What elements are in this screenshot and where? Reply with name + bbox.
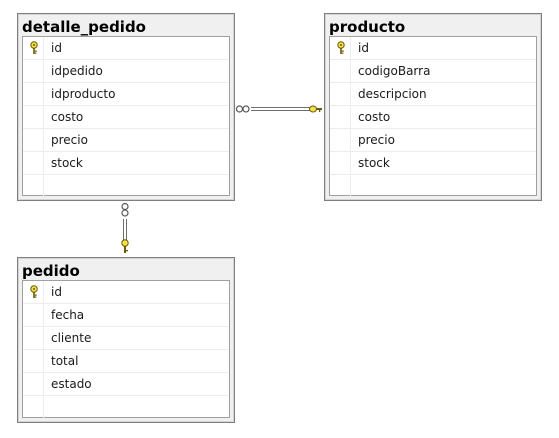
column-row[interactable]: costo bbox=[23, 106, 229, 129]
column-grid: id fecha cliente total estado bbox=[22, 280, 230, 419]
row-selector[interactable] bbox=[330, 129, 351, 151]
key-icon bbox=[309, 105, 322, 113]
column-row[interactable]: idpedido bbox=[23, 60, 229, 83]
table-pedido[interactable]: pedido id fecha cliente total bbox=[17, 257, 235, 423]
empty-row[interactable] bbox=[23, 396, 229, 419]
column-name: stock bbox=[358, 156, 390, 170]
row-selector[interactable] bbox=[23, 152, 44, 174]
column-row[interactable]: costo bbox=[330, 106, 536, 129]
row-selector[interactable] bbox=[23, 129, 44, 151]
row-selector[interactable] bbox=[330, 175, 351, 198]
row-selector[interactable] bbox=[330, 37, 351, 59]
table-detalle-pedido[interactable]: detalle_pedido id idpedido idproducto bbox=[17, 13, 235, 201]
column-name: id bbox=[358, 41, 369, 55]
table-title: producto bbox=[329, 18, 406, 36]
column-row[interactable]: codigoBarra bbox=[330, 60, 536, 83]
row-selector[interactable] bbox=[23, 304, 44, 326]
row-selector[interactable] bbox=[23, 281, 44, 303]
row-selector[interactable] bbox=[23, 106, 44, 128]
column-row[interactable]: total bbox=[23, 350, 229, 373]
column-name: codigoBarra bbox=[358, 64, 431, 78]
column-name: costo bbox=[51, 110, 84, 124]
infinity-icon bbox=[121, 202, 129, 217]
row-selector[interactable] bbox=[330, 60, 351, 82]
column-row[interactable]: stock bbox=[23, 152, 229, 175]
column-name: cliente bbox=[51, 331, 92, 345]
table-title: pedido bbox=[22, 262, 80, 280]
row-selector[interactable] bbox=[330, 152, 351, 174]
column-row[interactable]: estado bbox=[23, 373, 229, 396]
row-selector[interactable] bbox=[23, 83, 44, 105]
row-selector[interactable] bbox=[23, 396, 44, 419]
column-name: precio bbox=[358, 133, 395, 147]
column-row[interactable]: precio bbox=[330, 129, 536, 152]
column-name: total bbox=[51, 354, 79, 368]
row-selector[interactable] bbox=[330, 106, 351, 128]
column-row[interactable]: id bbox=[23, 37, 229, 60]
key-icon bbox=[30, 285, 38, 298]
table-title: detalle_pedido bbox=[22, 18, 146, 36]
table-producto[interactable]: producto id codigoBarra descripcion bbox=[324, 13, 542, 201]
relationship-detalle-pedido[interactable] bbox=[121, 202, 129, 254]
row-selector[interactable] bbox=[23, 175, 44, 198]
row-selector[interactable] bbox=[23, 37, 44, 59]
column-grid: id codigoBarra descripcion costo precio … bbox=[329, 36, 537, 198]
column-name: id bbox=[51, 285, 62, 299]
key-icon bbox=[30, 41, 38, 54]
column-name: descripcion bbox=[358, 87, 427, 101]
row-selector[interactable] bbox=[330, 83, 351, 105]
column-row[interactable]: id bbox=[23, 281, 229, 304]
infinity-icon bbox=[235, 105, 250, 113]
column-name: precio bbox=[51, 133, 88, 147]
column-row[interactable]: fecha bbox=[23, 304, 229, 327]
column-name: estado bbox=[51, 377, 92, 391]
row-selector[interactable] bbox=[23, 373, 44, 395]
column-row[interactable]: idproducto bbox=[23, 83, 229, 106]
column-row[interactable]: id bbox=[330, 37, 536, 60]
empty-row[interactable] bbox=[23, 175, 229, 198]
row-selector[interactable] bbox=[23, 350, 44, 372]
row-selector[interactable] bbox=[23, 60, 44, 82]
column-name: stock bbox=[51, 156, 83, 170]
column-name: costo bbox=[358, 110, 391, 124]
key-icon bbox=[337, 41, 345, 54]
empty-row[interactable] bbox=[330, 175, 536, 198]
column-grid: id idpedido idproducto costo precio stoc… bbox=[22, 36, 230, 198]
column-row[interactable]: descripcion bbox=[330, 83, 536, 106]
column-name: idpedido bbox=[51, 64, 103, 78]
column-name: id bbox=[51, 41, 62, 55]
column-row[interactable]: precio bbox=[23, 129, 229, 152]
column-name: fecha bbox=[51, 308, 85, 322]
row-selector[interactable] bbox=[23, 327, 44, 349]
column-row[interactable]: stock bbox=[330, 152, 536, 175]
column-name: idproducto bbox=[51, 87, 116, 101]
column-row[interactable]: cliente bbox=[23, 327, 229, 350]
key-icon bbox=[121, 239, 129, 253]
relationship-detalle-producto[interactable] bbox=[235, 105, 323, 113]
